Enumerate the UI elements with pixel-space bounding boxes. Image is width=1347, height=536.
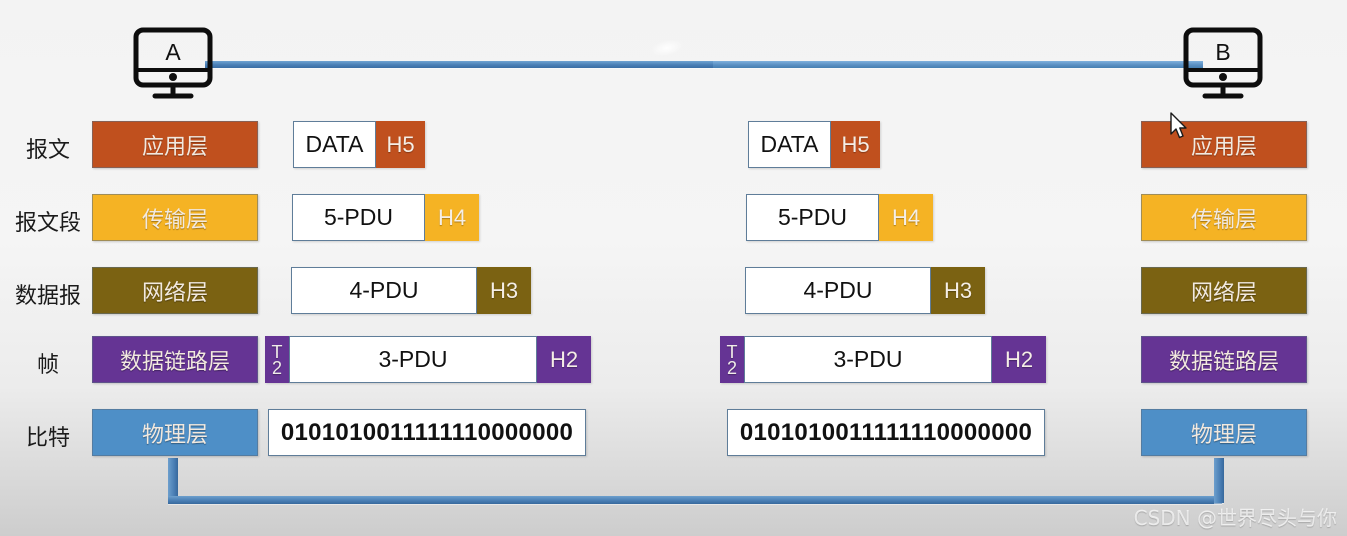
pdu-payload-sending-network: 4-PDU (291, 267, 477, 314)
pdu-header-sending-transport: H4 (425, 194, 479, 241)
trailer-glyph-top: T (271, 341, 283, 362)
layer-box-right-application[interactable]: 应用层 (1141, 121, 1307, 168)
layer-box-right-physical[interactable]: 物理层 (1141, 409, 1307, 456)
link-line-top-left (205, 61, 715, 68)
pdu-receiving-physical[interactable]: 0101010011111110000000 (727, 409, 1045, 456)
pdu-header-receiving-datalink: H2 (992, 336, 1046, 383)
monitor-icon (133, 27, 213, 99)
layer-box-left-transport[interactable]: 传输层 (92, 194, 258, 241)
host-a: A (133, 27, 213, 101)
row-label-transport: 报文段 (14, 211, 81, 236)
pdu-payload-receiving-datalink: 3-PDU (744, 336, 992, 383)
layer-box-right-datalink[interactable]: 数据链路层 (1141, 336, 1307, 383)
pdu-payload-receiving-application: DATA (748, 121, 831, 168)
layer-box-left-datalink[interactable]: 数据链路层 (92, 336, 258, 383)
layer-box-left-physical[interactable]: 物理层 (92, 409, 258, 456)
pdu-payload-sending-transport: 5-PDU (292, 194, 425, 241)
pdu-header-receiving-network: H3 (931, 267, 985, 314)
host-b: B (1183, 27, 1263, 101)
link-line-bottom-right-vertical (1214, 458, 1224, 503)
host-a-label: A (165, 39, 181, 65)
pdu-header-sending-datalink: H2 (537, 336, 591, 383)
layer-box-left-application[interactable]: 应用层 (92, 121, 258, 168)
pdu-payload-sending-datalink: 3-PDU (289, 336, 537, 383)
pdu-header-receiving-application: H5 (831, 121, 880, 168)
link-line-bottom-left-vertical (168, 458, 178, 503)
host-b-label: B (1215, 39, 1231, 65)
monitor-icon (1183, 27, 1263, 99)
layer-box-left-network[interactable]: 网络层 (92, 267, 258, 314)
trailer-glyph-bottom: 2 (271, 357, 282, 378)
link-line-bottom-horizontal (168, 496, 1222, 504)
pdu-header-sending-network: H3 (477, 267, 531, 314)
row-label-datalink: 帧 (36, 353, 59, 378)
layer-box-right-network[interactable]: 网络层 (1141, 267, 1307, 314)
pdu-payload-sending-physical: 0101010011111110000000 (268, 409, 586, 456)
pdu-header-receiving-transport: H4 (879, 194, 933, 241)
trailer-glyph-bottom: 2 (726, 357, 737, 378)
trailer-glyph-top: T (726, 341, 738, 362)
pdu-payload-receiving-physical: 0101010011111110000000 (727, 409, 1045, 456)
layer-box-right-transport[interactable]: 传输层 (1141, 194, 1307, 241)
pdu-payload-sending-application: DATA (293, 121, 376, 168)
screen-glare (648, 36, 686, 60)
pdu-header-sending-application: H5 (376, 121, 425, 168)
row-label-physical: 比特 (25, 426, 70, 451)
link-line-top-right (713, 61, 1203, 68)
pdu-sending-physical[interactable]: 0101010011111110000000 (268, 409, 586, 456)
row-label-application: 报文 (25, 138, 70, 163)
pdu-payload-receiving-transport: 5-PDU (746, 194, 879, 241)
pdu-payload-receiving-network: 4-PDU (745, 267, 931, 314)
watermark: CSDN @世界尽头与你 (1133, 506, 1337, 530)
row-label-network: 数据报 (14, 284, 81, 309)
